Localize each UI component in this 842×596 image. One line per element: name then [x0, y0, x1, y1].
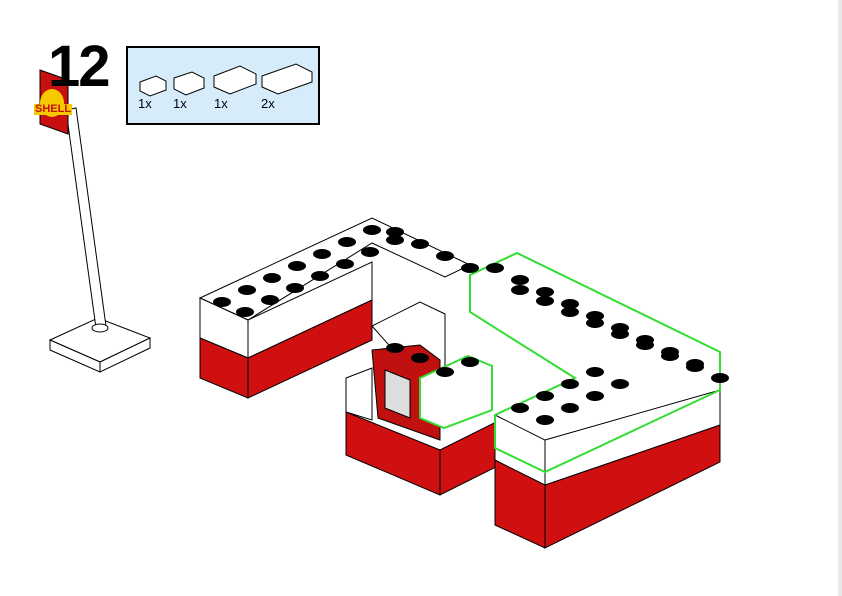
stud — [386, 227, 404, 237]
part-qty: 1x — [214, 96, 228, 111]
stud — [661, 347, 679, 357]
stud — [386, 235, 404, 245]
sign-logo-text: SHELL — [34, 103, 73, 115]
new-bricks — [419, 251, 721, 549]
stud — [411, 239, 429, 249]
stud — [711, 373, 729, 383]
part-qty: 2x — [261, 96, 275, 111]
stud — [261, 295, 279, 305]
page-edge — [838, 0, 842, 596]
stud — [536, 391, 554, 401]
parts-callout: 1x 1x 1x 2x — [126, 46, 320, 125]
studs — [213, 225, 729, 425]
stud — [611, 379, 629, 389]
stud — [436, 251, 454, 261]
stud — [511, 285, 529, 295]
stud — [338, 237, 356, 247]
stud — [436, 367, 454, 377]
stud — [561, 307, 579, 317]
stud — [586, 391, 604, 401]
stud — [636, 335, 654, 345]
stud — [411, 353, 429, 363]
stud — [511, 403, 529, 413]
stud — [286, 283, 304, 293]
stud — [336, 259, 354, 269]
stud — [561, 403, 579, 413]
stud — [486, 263, 504, 273]
stud — [536, 287, 554, 297]
stud — [288, 261, 306, 271]
stud — [461, 263, 479, 273]
shell-sign — [39, 69, 152, 373]
stud — [461, 357, 479, 367]
stud — [511, 275, 529, 285]
stud — [213, 297, 231, 307]
stud — [236, 307, 254, 317]
stud — [686, 359, 704, 369]
parts-bricks — [139, 63, 313, 97]
stud — [238, 285, 256, 295]
part-qty: 1x — [138, 96, 152, 111]
stud — [611, 323, 629, 333]
stud — [361, 247, 379, 257]
stud — [263, 273, 281, 283]
step-number: 12 — [48, 34, 110, 99]
stud — [311, 271, 329, 281]
part-qty: 1x — [173, 96, 187, 111]
stud — [363, 225, 381, 235]
stud — [561, 379, 579, 389]
stud — [586, 367, 604, 377]
stud — [561, 299, 579, 309]
left-wall — [198, 217, 472, 399]
stud — [386, 343, 404, 353]
stud — [586, 318, 604, 328]
stud — [536, 296, 554, 306]
stud — [586, 311, 604, 321]
stud — [536, 415, 554, 425]
stud — [313, 249, 331, 259]
